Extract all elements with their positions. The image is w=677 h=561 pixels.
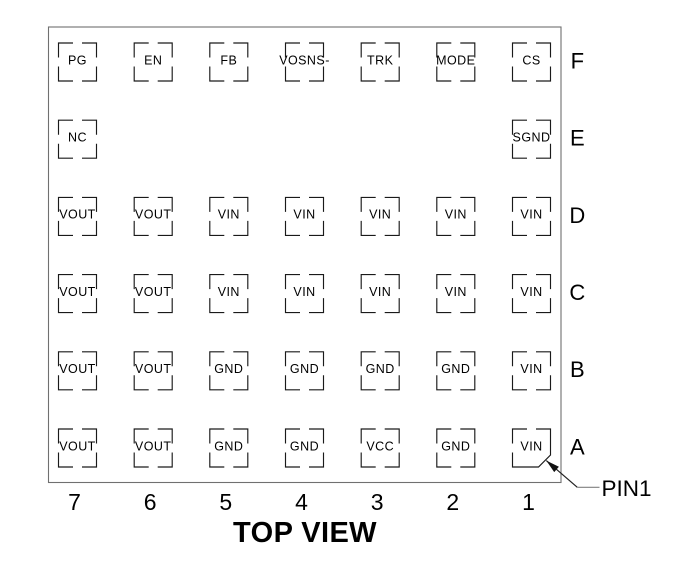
svg-text:TOP VIEW: TOP VIEW [233,517,377,549]
svg-text:GND: GND [214,439,243,453]
svg-text:VOUT: VOUT [135,362,172,376]
svg-text:VIN: VIN [369,208,391,222]
svg-text:GND: GND [290,362,319,376]
svg-text:GND: GND [441,439,470,453]
svg-text:VIN: VIN [520,285,542,299]
svg-text:VCC: VCC [366,439,394,453]
svg-text:GND: GND [214,362,243,376]
svg-text:5: 5 [219,489,232,515]
svg-text:F: F [571,48,584,73]
svg-text:VIN: VIN [445,208,467,222]
svg-text:VOUT: VOUT [135,208,172,222]
svg-text:3: 3 [371,489,384,515]
svg-text:B: B [570,357,585,382]
svg-text:VOUT: VOUT [59,439,96,453]
svg-text:SGND: SGND [513,131,551,145]
svg-text:VOUT: VOUT [135,285,172,299]
svg-text:FB: FB [220,53,237,67]
svg-text:6: 6 [144,489,157,515]
svg-text:PIN1: PIN1 [602,476,652,501]
svg-text:2: 2 [446,489,459,515]
svg-text:VOUT: VOUT [135,439,172,453]
svg-text:VIN: VIN [293,208,315,222]
svg-text:EN: EN [144,53,162,67]
svg-text:PG: PG [68,53,87,67]
svg-text:VIN: VIN [520,362,542,376]
svg-text:A: A [570,434,585,459]
svg-text:VOSNS-: VOSNS- [279,53,330,67]
svg-text:TRK: TRK [367,53,394,67]
svg-text:VOUT: VOUT [59,362,96,376]
svg-text:VIN: VIN [218,208,240,222]
svg-text:D: D [569,203,585,228]
svg-text:VOUT: VOUT [59,285,96,299]
svg-text:GND: GND [290,439,319,453]
svg-text:VIN: VIN [520,439,542,453]
svg-text:C: C [569,280,585,305]
svg-text:MODE: MODE [436,53,475,67]
svg-text:E: E [570,126,585,151]
svg-text:7: 7 [68,489,81,515]
svg-text:NC: NC [68,131,87,145]
svg-text:VIN: VIN [369,285,391,299]
svg-text:GND: GND [366,362,395,376]
svg-text:VIN: VIN [520,208,542,222]
svg-text:VOUT: VOUT [59,208,96,222]
svg-text:VIN: VIN [218,285,240,299]
svg-text:1: 1 [522,489,535,515]
svg-text:VIN: VIN [293,285,315,299]
svg-text:CS: CS [522,53,540,67]
svg-text:VIN: VIN [445,285,467,299]
svg-text:GND: GND [441,362,470,376]
svg-text:4: 4 [295,489,308,515]
